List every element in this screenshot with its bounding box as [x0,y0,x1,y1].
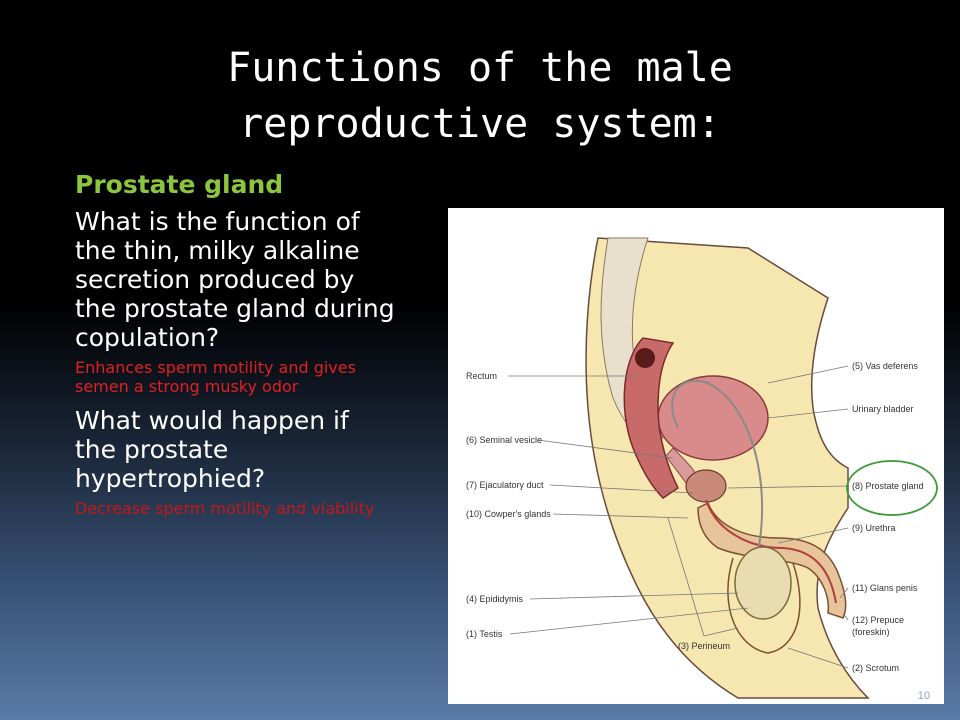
label-scrotum: (2) Scrotum [852,663,899,673]
penis-shape [697,501,847,619]
text-column: Prostate gland What is the function of t… [75,170,395,528]
scrotum-shape [727,557,801,654]
label-prostate-gland: (8) Prostate gland [852,481,924,491]
section-heading: Prostate gland [75,170,284,199]
label-rectum: Rectum [466,371,497,381]
page-number: 10 [917,690,930,702]
title-line-1: Functions of the male [227,45,733,91]
answer-1: Enhances sperm motility and gives semen … [75,358,356,396]
prostate-highlight-ellipse [846,460,938,516]
vas-deferens-line [671,379,764,589]
question-2: What would happen if the prostate hypert… [75,406,349,493]
label-perineum: (3) Perineum [678,641,730,651]
label-testis: (1) Testis [466,629,503,639]
answer-2: Decrease sperm motility and viability [75,499,375,518]
label-epididymis: (4) Epididymis [466,594,524,604]
testis-shape [734,546,792,620]
question-1: What is the function of the thin, milky … [75,207,395,352]
prostate-shape [685,469,727,503]
slide-title: Functions of the male reproductive syste… [0,40,960,152]
label-urethra: (9) Urethra [852,523,896,533]
label-ejaculatory-duct: (7) Ejaculatory duct [466,480,544,490]
title-line-2: reproductive system: [239,101,721,147]
label-urinary-bladder: Urinary bladder [852,404,914,414]
sacrum-shape [600,237,664,449]
label-foreskin: (foreskin) [852,627,890,637]
label-prepuce: (12) Prepuce [852,615,904,625]
leader-lines [508,365,849,669]
rectum-shape [623,337,679,499]
urethra-line [705,499,837,604]
label-glans-penis: (11) Glans penis [852,583,918,593]
anatomy-figure: Rectum (6) Seminal vesicle (7) Ejaculato… [448,208,944,704]
label-cowpers-glands: (10) Cowper's glands [466,509,551,519]
label-vas-deferens: (5) Vas deferens [852,361,918,371]
label-seminal-vesicle: (6) Seminal vesicle [466,435,542,445]
rectum-lumen [635,348,655,368]
anatomy-diagram: Rectum (6) Seminal vesicle (7) Ejaculato… [466,237,938,699]
